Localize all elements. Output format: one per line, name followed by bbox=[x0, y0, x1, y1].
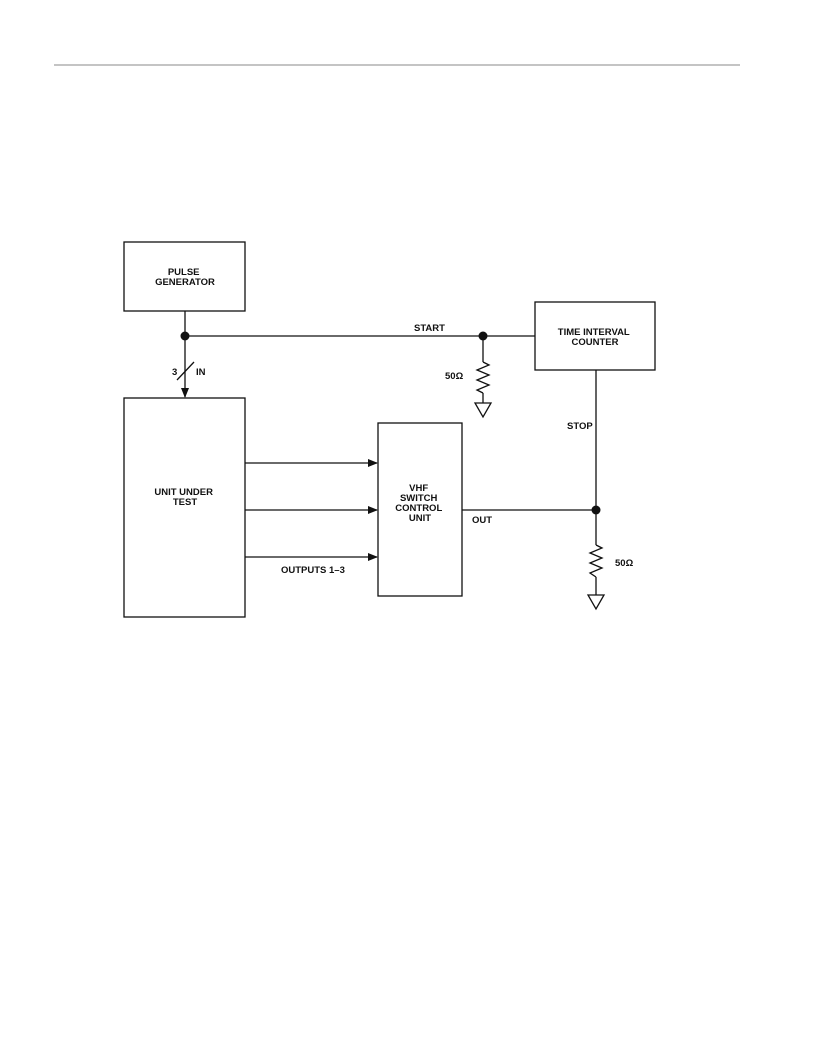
res-bottom-label: 50Ω bbox=[615, 558, 634, 569]
junction-dot-start bbox=[478, 331, 488, 341]
ground-top-icon bbox=[473, 402, 493, 419]
bus-slash bbox=[176, 361, 195, 381]
junction-dot-in bbox=[180, 331, 190, 341]
outputs-label: OUTPUTS 1–3 bbox=[281, 565, 345, 576]
in-count-label: 3 bbox=[172, 367, 177, 378]
resistor-top bbox=[475, 361, 491, 394]
pulse-generator-label: PULSE GENERATOR bbox=[155, 267, 215, 288]
start-label: START bbox=[414, 323, 445, 334]
ground-bottom-icon bbox=[586, 594, 606, 611]
vhf-switch-control-unit-label: VHF SWITCH CONTROL UNIT bbox=[395, 483, 444, 524]
junction-dot-out bbox=[591, 505, 601, 515]
out-label: OUT bbox=[472, 515, 492, 526]
time-interval-counter-label: TIME INTERVAL COUNTER bbox=[558, 327, 632, 348]
in-label: IN bbox=[196, 367, 206, 378]
resistor-bottom bbox=[588, 544, 604, 578]
res-top-label: 50Ω bbox=[445, 371, 464, 382]
stop-label: STOP bbox=[567, 421, 593, 432]
unit-under-test-label: UNIT UNDER TEST bbox=[154, 487, 215, 508]
unit-under-test-block bbox=[123, 397, 246, 618]
